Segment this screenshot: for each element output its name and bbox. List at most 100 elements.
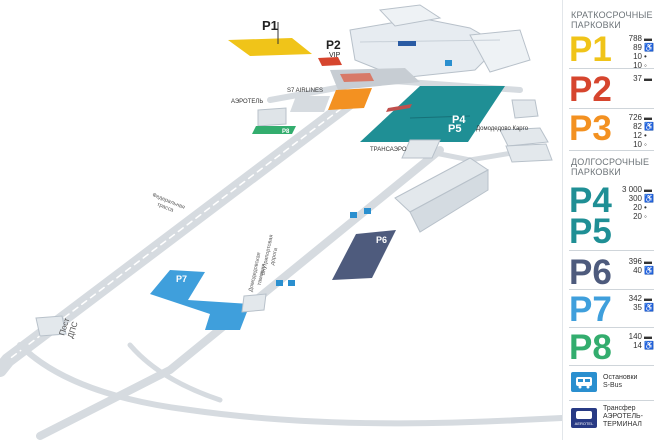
car-icon: ▬: [644, 257, 652, 266]
capacity-line: 82♿: [629, 122, 655, 131]
aerotel-transfer-icon: AEROTEL: [571, 408, 597, 428]
capacity-line: 140▬: [629, 332, 655, 341]
legend-divider: [569, 250, 654, 251]
capacity-line: 788▬: [629, 34, 655, 43]
capacity-line: 3 000▬: [622, 185, 655, 194]
s7-lot: [290, 96, 330, 112]
capacity-line: 89♿: [629, 43, 655, 52]
terminal-pier-left: [378, 4, 442, 27]
p2-vip-label: VIP: [329, 52, 341, 59]
car-icon: ▬: [644, 34, 652, 43]
capacity-line: 12•: [629, 131, 655, 140]
bike-icon: ◦: [644, 61, 647, 70]
ring-road: [17, 342, 562, 427]
p7-map-label: P7: [176, 274, 187, 284]
capacity-count: 10: [633, 52, 642, 61]
parking-p7[interactable]: P7: [150, 270, 250, 330]
terminal-forecourt: [330, 68, 420, 90]
legend-capacity-p2: 37▬: [633, 74, 655, 83]
capacity-count: 35: [633, 303, 642, 312]
aerotel-building: [257, 107, 287, 127]
svg-text:AEROTEL: AEROTEL: [575, 421, 594, 426]
legend-capacity-p8: 140▬14♿: [629, 332, 655, 350]
bus-icon: [571, 372, 597, 392]
terminal-bus-stop: [445, 60, 452, 66]
bike-icon: ◦: [644, 140, 647, 149]
capacity-count: 82: [633, 122, 642, 131]
capacity-count: 140: [628, 332, 642, 341]
capacity-line: 10◦: [629, 61, 655, 70]
disabled-icon: ♿: [644, 43, 654, 52]
parking-p1[interactable]: P1: [228, 18, 312, 56]
parking-p8[interactable]: P8: [252, 126, 296, 135]
legend-divider: [569, 150, 654, 151]
capacity-line: 10•: [629, 52, 655, 61]
transaero-label: ТРАНСАЭРО: [370, 147, 407, 153]
customs-building: [241, 293, 267, 313]
short-term-title-line: ПАРКОВКИ: [571, 20, 621, 30]
legend-divider: [569, 68, 654, 69]
long-term-title-line: ДОЛГОСРОЧНЫЕ: [571, 157, 650, 167]
parking-p6[interactable]: P6: [332, 230, 396, 280]
capacity-count: 20: [633, 203, 642, 212]
p4-map-label: P4: [452, 114, 466, 126]
federal-highway-label: Федеральная трасса: [151, 192, 185, 214]
federal-highway-edge: [7, 101, 351, 361]
svg-text:таможня: таможня: [257, 263, 267, 286]
capacity-count: 10: [633, 61, 642, 70]
capacity-count: 342: [628, 294, 642, 303]
p8-map-label: P8: [282, 129, 290, 135]
p7-bus-stop-1: [276, 280, 283, 286]
disabled-icon: ♿: [644, 266, 654, 275]
car-icon: ▬: [644, 74, 652, 83]
dps-post-building: [35, 315, 67, 337]
disabled-icon: ♿: [644, 341, 654, 350]
car-icon: ▬: [644, 332, 652, 341]
p2-map-label: P2: [326, 38, 341, 52]
capacity-count: 37: [633, 74, 642, 83]
airport-parking-map: P1 P2 VIP S7 AIRLINES АЭРОТЕЛЬ P8 P4 P5 …: [0, 4, 562, 440]
bus-stop-caption-line: Остановки: [603, 374, 638, 381]
legend-code-p5: P5: [569, 212, 612, 251]
capacity-line: 10◦: [629, 140, 655, 149]
p7-bus-stop-2: [288, 280, 295, 286]
capacity-line: 342▬: [629, 294, 655, 303]
legend-divider: [569, 327, 654, 328]
p6-bus-stop-1: [350, 212, 357, 218]
legend-capacity-p7: 342▬35♿: [629, 294, 655, 312]
legend-code-p1: P1: [569, 30, 612, 69]
legend-code-p3: P3: [569, 109, 612, 148]
capacity-line: 35♿: [629, 303, 655, 312]
parking-p3[interactable]: S7 AIRLINES: [287, 88, 372, 110]
parking-p2[interactable]: P2 VIP: [318, 38, 342, 66]
road-network: [0, 76, 562, 440]
p4-red-strip: [386, 104, 412, 112]
legend-capacity-p1: 788▬89♿10•10◦: [629, 34, 655, 70]
capacity-line: 300♿: [622, 194, 655, 203]
capacity-line: 20•: [622, 203, 655, 212]
legend-divider: [569, 365, 654, 366]
disabled-icon: ♿: [644, 122, 654, 131]
legend-divider: [569, 400, 654, 401]
parking-p4-p5[interactable]: P4 P5: [360, 86, 505, 142]
legend-code-p8: P8: [569, 328, 612, 367]
legend-code-p2: P2: [569, 70, 612, 109]
capacity-count: 396: [628, 257, 642, 266]
capacity-count: 726: [628, 113, 642, 122]
capacity-count: 3 000: [621, 185, 642, 194]
legend-divider: [569, 108, 654, 109]
capacity-line: 726▬: [629, 113, 655, 122]
long-term-title-line: ПАРКОВКИ: [571, 167, 621, 177]
hangar-buildings: [394, 157, 489, 233]
p6-bus-stop-2: [364, 208, 371, 214]
p6-map-label: P6: [376, 235, 387, 245]
capacity-line: 396▬: [629, 257, 655, 266]
short-term-title-line: КРАТКОСРОЧНЫЕ: [571, 10, 653, 20]
p5-map-label: P5: [448, 123, 461, 135]
disabled-icon: ♿: [644, 303, 654, 312]
legend-code-p6: P6: [569, 253, 612, 292]
capacity-count: 300: [628, 194, 642, 203]
